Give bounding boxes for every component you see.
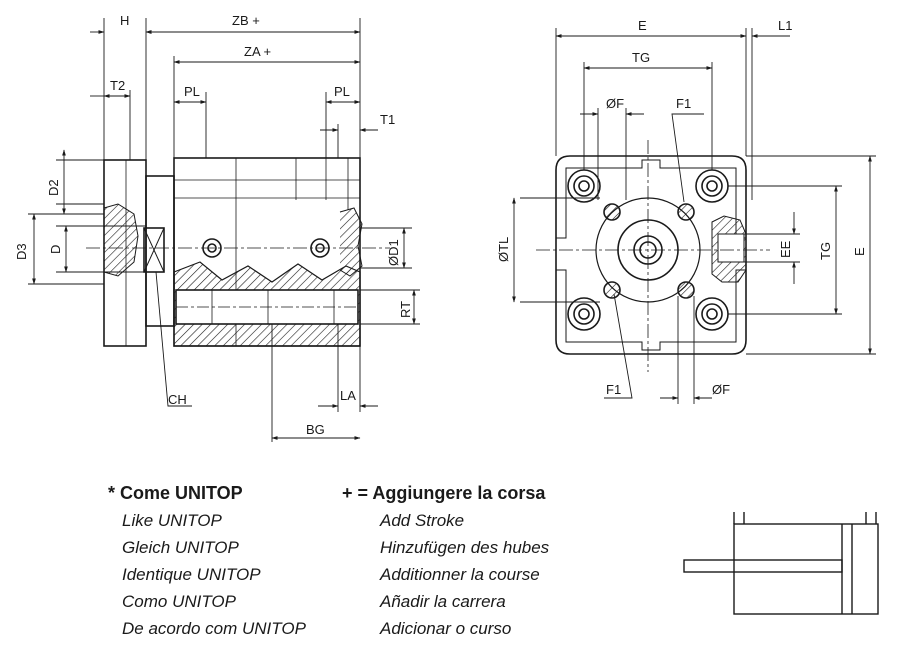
dim-TG-side: TG bbox=[818, 242, 833, 260]
side-dimension-lines bbox=[28, 18, 420, 442]
dim-H: H bbox=[120, 13, 129, 28]
legend-stroke-line: Add Stroke bbox=[380, 511, 465, 530]
dim-ZB: ZB + bbox=[232, 13, 260, 28]
legend-unitop-line: Como UNITOP bbox=[122, 592, 236, 611]
legend-unitop-line: Gleich UNITOP bbox=[122, 538, 239, 557]
mounting-hole-br bbox=[677, 281, 695, 299]
dim-T1: T1 bbox=[380, 112, 395, 127]
front-view bbox=[536, 140, 770, 372]
dim-ZA: ZA + bbox=[244, 44, 271, 59]
legend-unitop-heading: * Come UNITOP bbox=[108, 483, 243, 503]
dim-F-bottom: ØF bbox=[712, 382, 730, 397]
dim-RT: RT bbox=[398, 301, 413, 318]
legend-stroke-line: Hinzufügen des hubes bbox=[380, 538, 550, 557]
dim-D2: D2 bbox=[46, 179, 61, 196]
wrench-flat bbox=[143, 227, 165, 273]
dim-CH: CH bbox=[168, 392, 187, 407]
dim-F1-top: F1 bbox=[676, 96, 691, 111]
tie-rod-boss-top-right bbox=[695, 169, 729, 203]
legend-stroke-heading: + = Aggiungere la corsa bbox=[342, 483, 546, 503]
front-body bbox=[555, 155, 747, 355]
tie-rod-boss-bottom-right bbox=[695, 297, 729, 331]
side-dimension-labels: H ZB + ZA + T2 PL PL T1 D2 D3 D ØD1 RT C… bbox=[14, 13, 413, 437]
cylinder-schematic bbox=[683, 512, 879, 615]
dim-E-top: E bbox=[638, 18, 647, 33]
dim-D3: D3 bbox=[14, 243, 29, 260]
legend-unitop-line: Identique UNITOP bbox=[122, 565, 261, 584]
mounting-hole-tr bbox=[677, 203, 695, 221]
dim-L1: L1 bbox=[778, 18, 792, 33]
legend-stroke-line: Añadir la carrera bbox=[380, 592, 506, 611]
dim-TG-top: TG bbox=[632, 50, 650, 65]
dim-F-top: ØF bbox=[606, 96, 624, 111]
legend-unitop-line: De acordo com UNITOP bbox=[122, 619, 306, 638]
dim-LA: LA bbox=[340, 388, 356, 403]
dim-D: D bbox=[48, 245, 63, 254]
tie-rod-boss-top-left bbox=[567, 169, 601, 203]
mounting-hole-tl bbox=[603, 203, 621, 221]
legend-unitop-line: Like UNITOP bbox=[122, 511, 222, 530]
dim-BG: BG bbox=[306, 422, 325, 437]
legend-unitop: * Come UNITOP Like UNITOP Gleich UNITOP … bbox=[108, 480, 306, 642]
front-dimension-lines bbox=[512, 28, 876, 404]
tie-rod-boss-bottom-left bbox=[567, 297, 601, 331]
dim-D1: ØD1 bbox=[386, 239, 401, 266]
dim-T2: T2 bbox=[110, 78, 125, 93]
front-dimension-labels: E L1 TG ØF F1 ØTL EE TG E F1 ØF bbox=[496, 18, 867, 397]
side-view bbox=[86, 157, 390, 347]
dim-PL-right: PL bbox=[334, 84, 350, 99]
dim-EE: EE bbox=[778, 240, 793, 258]
legend-stroke-line: Additionner la course bbox=[380, 565, 540, 584]
dim-TL: ØTL bbox=[496, 237, 511, 262]
dim-E-side: E bbox=[852, 247, 867, 256]
legend-stroke-line: Adicionar o curso bbox=[380, 619, 512, 638]
piston-rod-end bbox=[145, 175, 175, 327]
dim-PL-left: PL bbox=[184, 84, 200, 99]
dim-F1-bottom: F1 bbox=[606, 382, 621, 397]
mounting-hole-bl bbox=[603, 281, 621, 299]
legend-stroke: + = Aggiungere la corsa Add Stroke Hinzu… bbox=[342, 480, 549, 642]
